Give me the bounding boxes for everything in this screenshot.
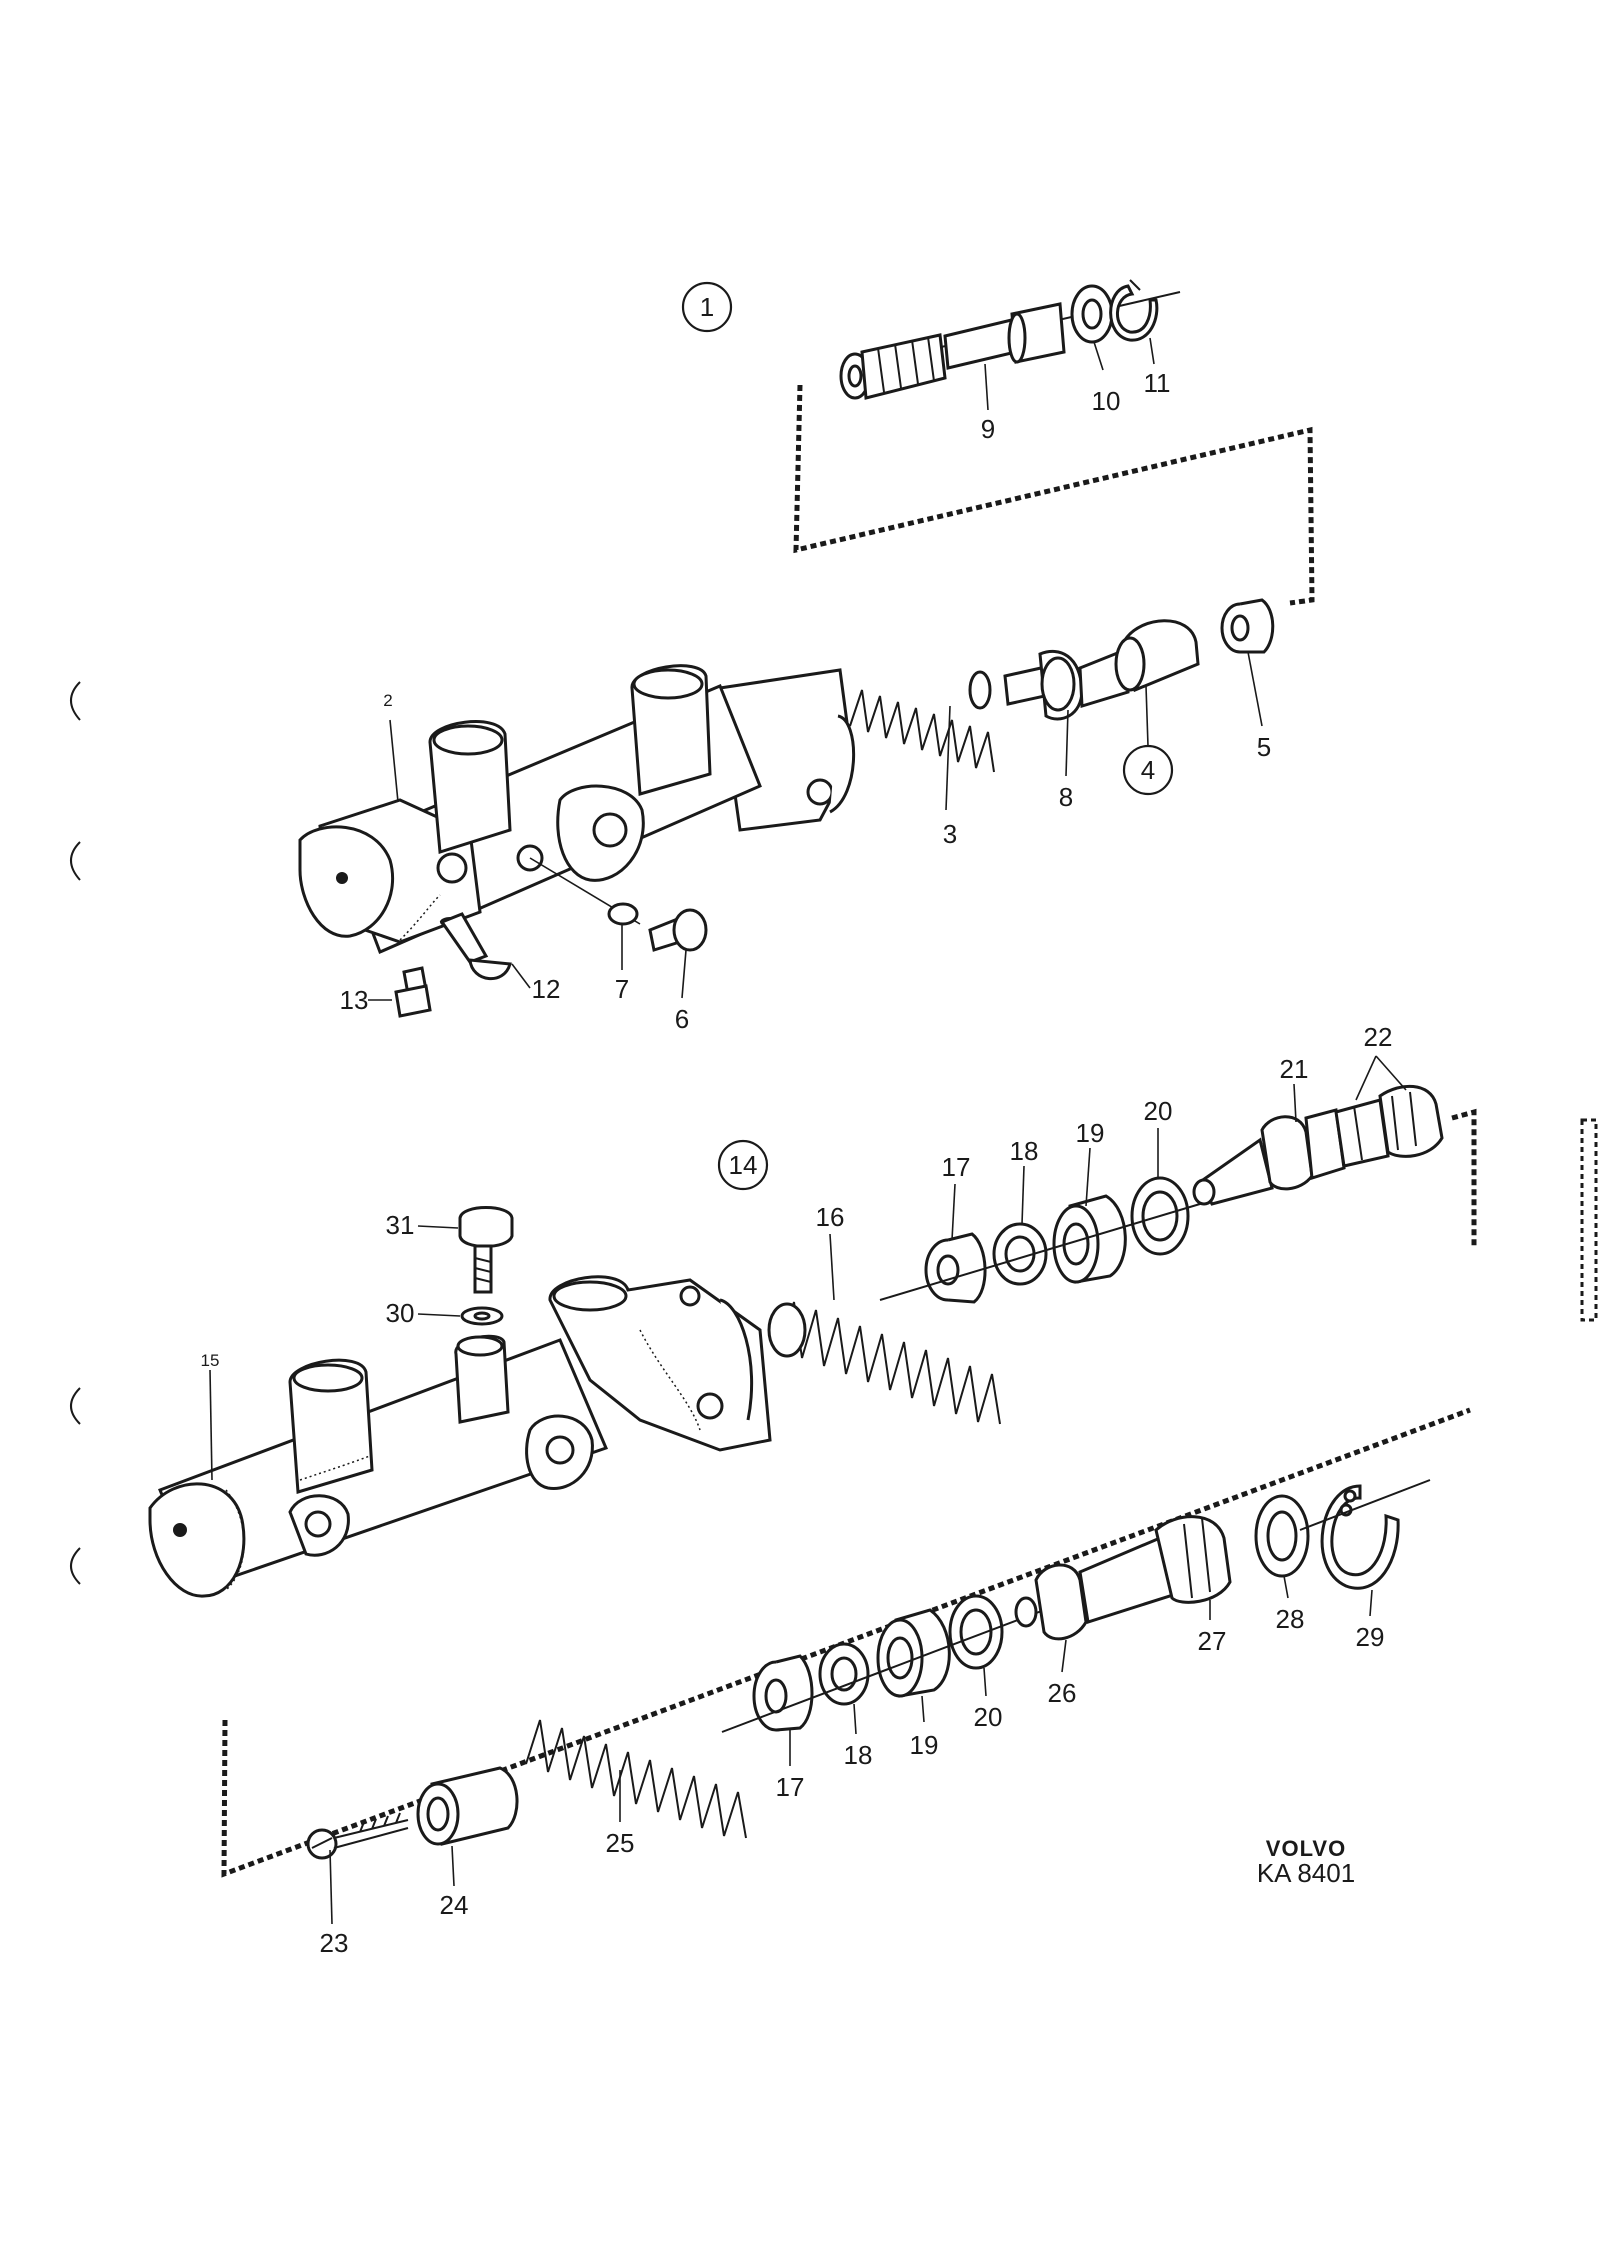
label-31: 31 <box>386 1210 415 1240</box>
label-21: 21 <box>1280 1054 1309 1084</box>
spring-16 <box>767 1301 1001 1425</box>
label-19-upper: 19 <box>1076 1118 1105 1148</box>
label-28: 28 <box>1276 1604 1305 1634</box>
label-2: 2 <box>383 691 392 710</box>
cup-17-lower <box>752 1654 814 1732</box>
bolt-23 <box>306 1812 409 1860</box>
washer-30 <box>460 1306 504 1326</box>
binder-marks <box>70 681 81 1585</box>
label-17-upper: 17 <box>942 1152 971 1182</box>
label-19-lower: 19 <box>910 1730 939 1760</box>
label-22: 22 <box>1364 1022 1393 1052</box>
callout-circle-14 <box>717 1139 769 1191</box>
washer-10 <box>1070 284 1114 344</box>
washer-18-upper <box>992 1222 1048 1286</box>
label-16: 16 <box>816 1202 845 1232</box>
label-9: 9 <box>981 414 995 444</box>
edge-index-mark <box>1580 1118 1598 1322</box>
label-30: 30 <box>386 1298 415 1328</box>
circlip-29 <box>1320 1484 1400 1590</box>
label-7: 7 <box>615 974 629 1004</box>
label-20-lower: 20 <box>974 1702 1003 1732</box>
plug-12 <box>439 912 512 981</box>
kit-bracket-upper <box>793 384 1315 606</box>
piston-26 <box>1014 1515 1232 1641</box>
label-1: 1 <box>700 292 714 322</box>
seal-5 <box>1220 598 1275 654</box>
washer-28 <box>1254 1494 1310 1578</box>
label-5: 5 <box>1257 732 1271 762</box>
spring-25 <box>525 1719 747 1839</box>
piston-21 <box>1192 1084 1444 1206</box>
label-23: 23 <box>320 1928 349 1958</box>
label-18-upper: 18 <box>1010 1136 1039 1166</box>
label-4: 4 <box>1141 755 1155 785</box>
label-29: 29 <box>1356 1622 1385 1652</box>
label-25: 25 <box>606 1828 635 1858</box>
label-27: 27 <box>1198 1626 1227 1656</box>
ring-20-lower <box>948 1594 1004 1670</box>
label-20-upper: 20 <box>1144 1096 1173 1126</box>
bleeder-13 <box>394 966 432 1018</box>
label-15: 15 <box>201 1351 220 1370</box>
upper-assembly <box>298 279 1315 1018</box>
drawing-code: KA 8401 <box>1257 1858 1355 1888</box>
sleeve-24 <box>416 1766 519 1846</box>
callout-circle-1 <box>681 281 733 333</box>
cup-17-upper <box>924 1232 987 1304</box>
drawing-id: VOLVO KA 8401 <box>1257 1836 1355 1888</box>
label-13: 13 <box>340 985 369 1015</box>
circlip-11 <box>1109 279 1159 342</box>
label-18-lower: 18 <box>844 1740 873 1770</box>
master-cylinder-body-2 <box>298 664 855 955</box>
label-10: 10 <box>1092 386 1121 416</box>
label-3: 3 <box>943 819 957 849</box>
label-11: 11 <box>1144 368 1171 398</box>
washer-18-lower <box>818 1642 870 1706</box>
label-24: 24 <box>440 1890 469 1920</box>
label-14: 14 <box>729 1150 758 1180</box>
screw-31 <box>458 1206 514 1294</box>
seal-19-upper <box>1052 1194 1127 1284</box>
label-6: 6 <box>675 1004 689 1034</box>
label-26: 26 <box>1048 1678 1077 1708</box>
seal-19-lower <box>876 1608 951 1698</box>
stop-screw-6 <box>529 857 708 952</box>
lower-assembly <box>148 1055 1477 1925</box>
spring-3 <box>849 670 995 773</box>
brand-label: VOLVO <box>1266 1836 1346 1861</box>
label-12: 12 <box>532 974 561 1004</box>
master-cylinder-body-15 <box>148 1275 772 1598</box>
piston-assembly-9 <box>839 291 1181 400</box>
label-8: 8 <box>1059 782 1073 812</box>
piston-4 <box>1003 619 1200 721</box>
label-17-lower: 17 <box>776 1772 805 1802</box>
callout-labels: 1 2 3 4 5 6 7 8 9 10 11 12 13 14 15 16 1… <box>201 292 1393 1958</box>
